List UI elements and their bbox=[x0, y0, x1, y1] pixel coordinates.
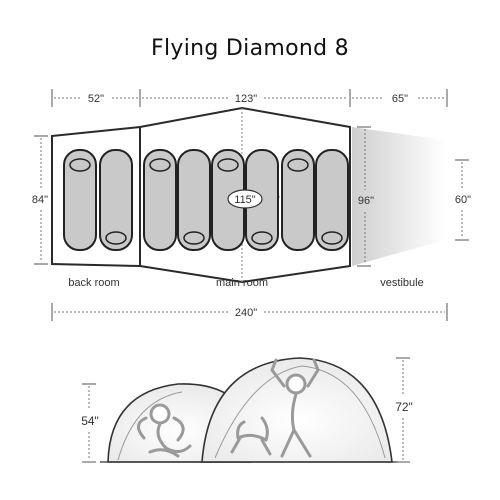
sleeping-width-badge bbox=[227, 189, 263, 209]
vestibule-area bbox=[352, 127, 445, 266]
sitting-person-icon bbox=[137, 403, 192, 458]
sleeping-bag-icon bbox=[99, 149, 133, 251]
standing-person-icon bbox=[270, 358, 320, 458]
total-length-label: 240" bbox=[235, 307, 257, 319]
sleeping-bag-icon bbox=[281, 149, 315, 251]
back-room-height-label: 54" bbox=[81, 414, 99, 428]
floor-plan: 115" bbox=[51, 106, 445, 284]
sleeping-width-label: 115" bbox=[234, 194, 256, 206]
sleeping-bag-icon bbox=[63, 149, 97, 251]
vestibule-width-label: 65" bbox=[392, 93, 408, 105]
top-dimensions: 52" 123" 65" bbox=[51, 89, 448, 107]
side-elevation: 54" 72" bbox=[81, 357, 413, 463]
main-room-width-label: 123" bbox=[235, 93, 257, 105]
total-length-dimension: 240" bbox=[51, 303, 448, 321]
back-room-width-label: 52" bbox=[88, 93, 104, 105]
sleeping-bag-icon bbox=[177, 149, 211, 251]
sleeping-bag-icon bbox=[143, 149, 177, 251]
side-dimensions: 84" 96" 60" bbox=[32, 126, 471, 267]
vestibule-label: vestibule bbox=[380, 277, 423, 289]
dog-icon bbox=[230, 416, 272, 456]
main-room-depth-label: 96" bbox=[358, 195, 374, 207]
main-room-label: main room bbox=[216, 277, 268, 289]
main-room-height-label: 72" bbox=[395, 400, 413, 414]
back-room-label: back room bbox=[68, 277, 119, 289]
diagram-title: Flying Diamond 8 bbox=[151, 36, 349, 61]
back-room-depth-label: 84" bbox=[32, 194, 48, 206]
sleeping-bag-icon bbox=[315, 149, 349, 251]
vestibule-depth-label: 60" bbox=[455, 194, 471, 206]
